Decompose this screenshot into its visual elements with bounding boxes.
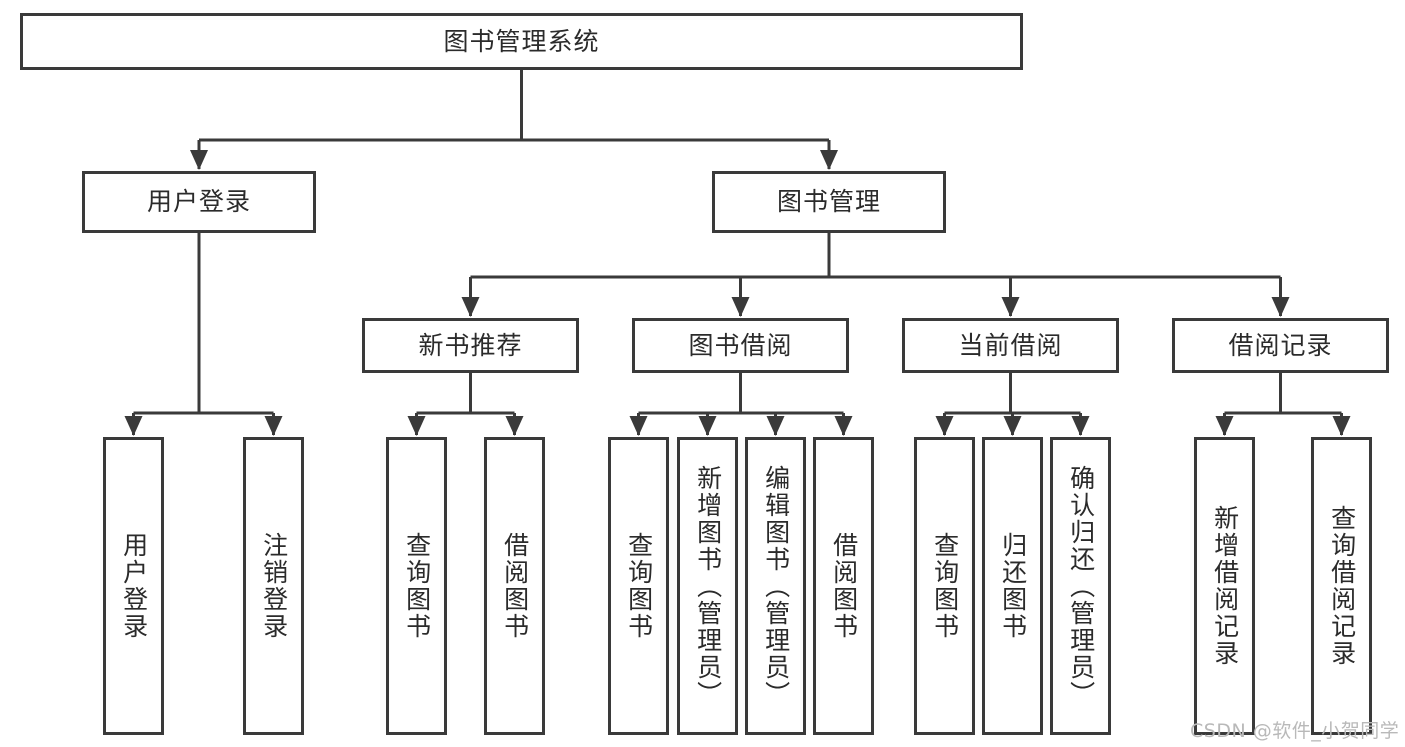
node-leaf-leaf_confirm_return[interactable]: 确认归还（管理员） — [1050, 437, 1111, 735]
node-label: 图书借阅 — [688, 330, 793, 360]
node-label: 当前借阅 — [958, 330, 1063, 360]
node-leaf-leaf_query_book_1[interactable]: 查询图书 — [386, 437, 447, 735]
node-leaf-leaf_add_record[interactable]: 新增借阅记录 — [1194, 437, 1255, 735]
node-leaf-leaf_return_book[interactable]: 归还图书 — [982, 437, 1043, 735]
node-label: 借阅图书 — [829, 532, 859, 640]
node-level2-book_borrow[interactable]: 图书借阅 — [632, 318, 849, 373]
node-level1-book_mgmt[interactable]: 图书管理 — [712, 171, 946, 233]
node-label: 注销登录 — [259, 532, 289, 640]
node-label: 查询借阅记录 — [1327, 505, 1357, 667]
node-label: 新增借阅记录 — [1210, 505, 1240, 667]
node-leaf-leaf_query_book_2[interactable]: 查询图书 — [608, 437, 669, 735]
node-label: 用户登录 — [119, 532, 149, 640]
node-label: 编辑图书（管理员） — [761, 464, 791, 708]
node-leaf-leaf_logout[interactable]: 注销登录 — [243, 437, 304, 735]
node-label: 查询图书 — [930, 532, 960, 640]
node-leaf-leaf_borrow_book_2[interactable]: 借阅图书 — [813, 437, 874, 735]
node-level2-new_book_rec[interactable]: 新书推荐 — [362, 318, 579, 373]
node-root[interactable]: 图书管理系统 — [20, 13, 1023, 70]
node-level2-borrow_record[interactable]: 借阅记录 — [1172, 318, 1389, 373]
node-leaf-leaf_edit_book[interactable]: 编辑图书（管理员） — [745, 437, 806, 735]
node-leaf-leaf_user_login[interactable]: 用户登录 — [103, 437, 164, 735]
node-label: 确认归还（管理员） — [1066, 464, 1096, 708]
node-level2-current_borrow[interactable]: 当前借阅 — [902, 318, 1119, 373]
node-leaf-leaf_query_record[interactable]: 查询借阅记录 — [1311, 437, 1372, 735]
node-label: 查询图书 — [402, 532, 432, 640]
csdn-watermark: CSDN @软件_小贺同学 — [1190, 720, 1400, 742]
node-leaf-leaf_query_book_3[interactable]: 查询图书 — [914, 437, 975, 735]
node-label: 图书管理 — [776, 187, 881, 217]
node-leaf-leaf_borrow_book_1[interactable]: 借阅图书 — [484, 437, 545, 735]
node-leaf-leaf_add_book[interactable]: 新增图书（管理员） — [677, 437, 738, 735]
node-level1-user_login[interactable]: 用户登录 — [82, 171, 316, 233]
node-label: 借阅图书 — [500, 532, 530, 640]
node-label: 新书推荐 — [418, 330, 523, 360]
node-label: 查询图书 — [624, 532, 654, 640]
node-label: 用户登录 — [146, 187, 251, 217]
node-label: 借阅记录 — [1228, 330, 1333, 360]
node-label: 归还图书 — [998, 532, 1028, 640]
node-label: 新增图书（管理员） — [693, 464, 723, 708]
node-label: 图书管理系统 — [443, 26, 600, 56]
